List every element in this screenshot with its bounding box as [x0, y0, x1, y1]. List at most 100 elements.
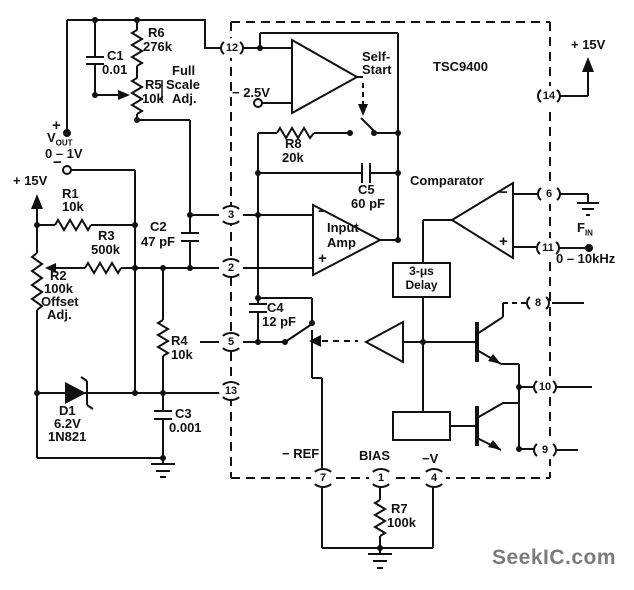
- r1-name-label: R1: [62, 186, 79, 201]
- r6-value-label: 276k: [143, 39, 172, 54]
- minus-v-label: −V: [422, 451, 439, 466]
- r2-value-label: 100k: [44, 281, 73, 296]
- pin-14: 14: [537, 86, 561, 106]
- switch-reset: [200, 323, 313, 343]
- c5-name-label: C5: [358, 182, 375, 197]
- r3-value-label: 500k: [91, 242, 120, 257]
- comparator-triangle: [450, 181, 514, 260]
- full-scale-label-1: Full: [172, 63, 196, 78]
- capacitor-c1-symbol: [86, 20, 118, 96]
- pin-5: 5: [219, 332, 243, 352]
- r7-value-label: 100k: [387, 515, 416, 530]
- capacitor-c3-symbol: [154, 393, 172, 458]
- r1-value-label: 10k: [62, 199, 84, 214]
- d1-part-label: 1N821: [48, 429, 87, 444]
- input-amp-minus-sign: −: [318, 203, 327, 220]
- input-amp-plus-sign: +: [318, 250, 327, 267]
- filled-symbols: [31, 17, 594, 551]
- plus15-left-arrow-icon: [31, 194, 43, 209]
- pin-2: 2: [219, 258, 243, 278]
- self-start-label-2: Start: [362, 62, 392, 77]
- c1-name-label: C1: [107, 48, 124, 63]
- resistor-r7-symbol: [373, 499, 387, 537]
- r8-name-label: R8: [285, 136, 302, 151]
- r3-name-label: R3: [98, 228, 115, 243]
- fin-label: FIN: [577, 220, 593, 238]
- c2-value-label: 47 pF: [141, 234, 175, 249]
- c5-value-label: 60 pF: [351, 196, 385, 211]
- pin-13: 13: [219, 381, 243, 401]
- wire-ref-to-pin7: [311, 330, 323, 470]
- vout-minus-sign: −: [53, 154, 62, 171]
- comparator-label: Comparator: [410, 173, 484, 188]
- resistor-r2-symbol: [30, 252, 44, 311]
- pin-9: 9: [533, 440, 557, 460]
- pin-8: 8: [526, 293, 550, 313]
- delay-box-label: 3-μs Delay: [405, 264, 438, 292]
- buffer-arrow-icon: [309, 335, 321, 347]
- comparator-minus-sign: −: [499, 184, 508, 201]
- zener-d1-bar: [80, 376, 94, 410]
- vout-minus-terminal: [62, 165, 72, 175]
- c2-name-label: C2: [150, 219, 167, 234]
- vout-plus-terminal: [63, 129, 71, 137]
- bias-label: BIAS: [359, 448, 391, 463]
- pin-11: 11: [536, 238, 560, 258]
- resistor-r5-symbol: [130, 77, 144, 115]
- open-terminals: [62, 98, 263, 175]
- pin-7: 7: [311, 468, 335, 488]
- r2-adj-label: Adj.: [47, 307, 72, 322]
- pin-10: 10: [533, 377, 557, 397]
- opamp-self-start: [291, 38, 360, 115]
- r4-name-label: R4: [171, 333, 188, 348]
- r5-wiper-arrow-icon: [118, 90, 130, 100]
- full-scale-label-3: Adj.: [172, 91, 197, 106]
- r2-wiper-arrow-icon: [45, 263, 56, 273]
- pin-6: 6: [537, 184, 561, 204]
- resistor-r8-symbol: [276, 126, 315, 140]
- watermark: SeekIC.com: [492, 546, 617, 569]
- wires: [30, 19, 599, 569]
- pin-12: 12: [220, 38, 244, 58]
- r5-value-label: 10k: [142, 91, 164, 106]
- ground-icon-pin6: [558, 193, 599, 216]
- vout-range-label: 0 – 1V: [45, 146, 83, 161]
- ic-name-label: TSC9400: [433, 59, 488, 74]
- ic-boundary: [230, 21, 551, 479]
- pin-3: 3: [219, 205, 243, 225]
- r2-name-label: R2: [50, 268, 67, 283]
- resistor-r6-symbol: [130, 29, 144, 67]
- resistor-r4-symbol: [156, 319, 170, 357]
- plus15-right-label: + 15V: [571, 37, 606, 52]
- resistor-r1-symbol: [54, 218, 92, 232]
- wire-vout-minus-rail: [71, 169, 136, 393]
- pin-4: 4: [422, 468, 446, 488]
- input-amp-label-2: Amp: [327, 235, 356, 250]
- q2-emitter-arrow-icon: [488, 440, 501, 450]
- c4-value-label: 12 pF: [262, 314, 296, 329]
- opamp-input-amp: [312, 203, 383, 277]
- resistor-r3-symbol: [84, 261, 122, 275]
- delay-box: [392, 262, 451, 298]
- self-start-switch-arrow-icon: [358, 104, 368, 116]
- c3-name-label: C3: [175, 406, 192, 421]
- c3-value-label: 0.001: [169, 420, 202, 435]
- r8-value-label: 20k: [282, 150, 304, 165]
- r4-value-label: 10k: [171, 347, 193, 362]
- r2-offset-label: Offset: [41, 294, 79, 309]
- comparator-plus-sign: +: [499, 233, 508, 250]
- q1-emitter-arrow-icon: [488, 354, 501, 364]
- c4-name-label: C4: [267, 300, 284, 315]
- d1-voltage-label: 6.2V: [54, 416, 81, 431]
- capacitor-c2-symbol: [181, 214, 221, 268]
- minus-ref-label: − REF: [282, 446, 320, 461]
- fin-range-label: 0 – 10kHz: [556, 251, 616, 266]
- plus15-left-label: + 15V: [13, 173, 48, 188]
- capacitor-c4-symbol: [249, 300, 267, 342]
- r5-name-label: R5: [145, 77, 162, 92]
- d1-name-label: D1: [59, 403, 76, 418]
- r6-name-label: R6: [148, 25, 165, 40]
- pin-1: 1: [369, 468, 393, 488]
- self-start-label-1: Self-: [362, 49, 391, 64]
